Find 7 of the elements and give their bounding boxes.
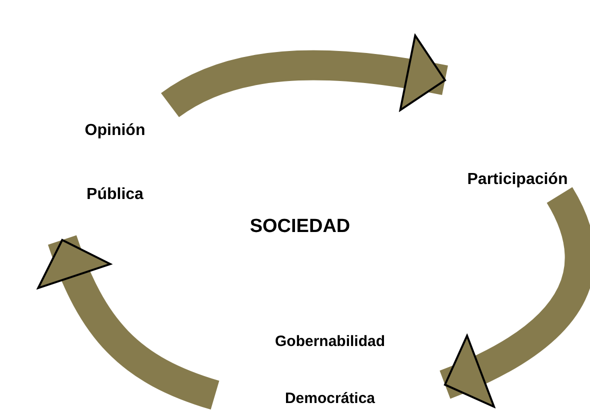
node-label: Participación <box>466 170 569 190</box>
curved-arrow <box>38 234 220 410</box>
node-label: SOCIEDAD <box>248 215 352 239</box>
node-label: Opinión Pública <box>84 120 146 204</box>
curved-arrow <box>439 188 590 406</box>
curved-arrow <box>162 35 448 118</box>
node-label: Gobernabilidad Democrática <box>274 332 386 408</box>
